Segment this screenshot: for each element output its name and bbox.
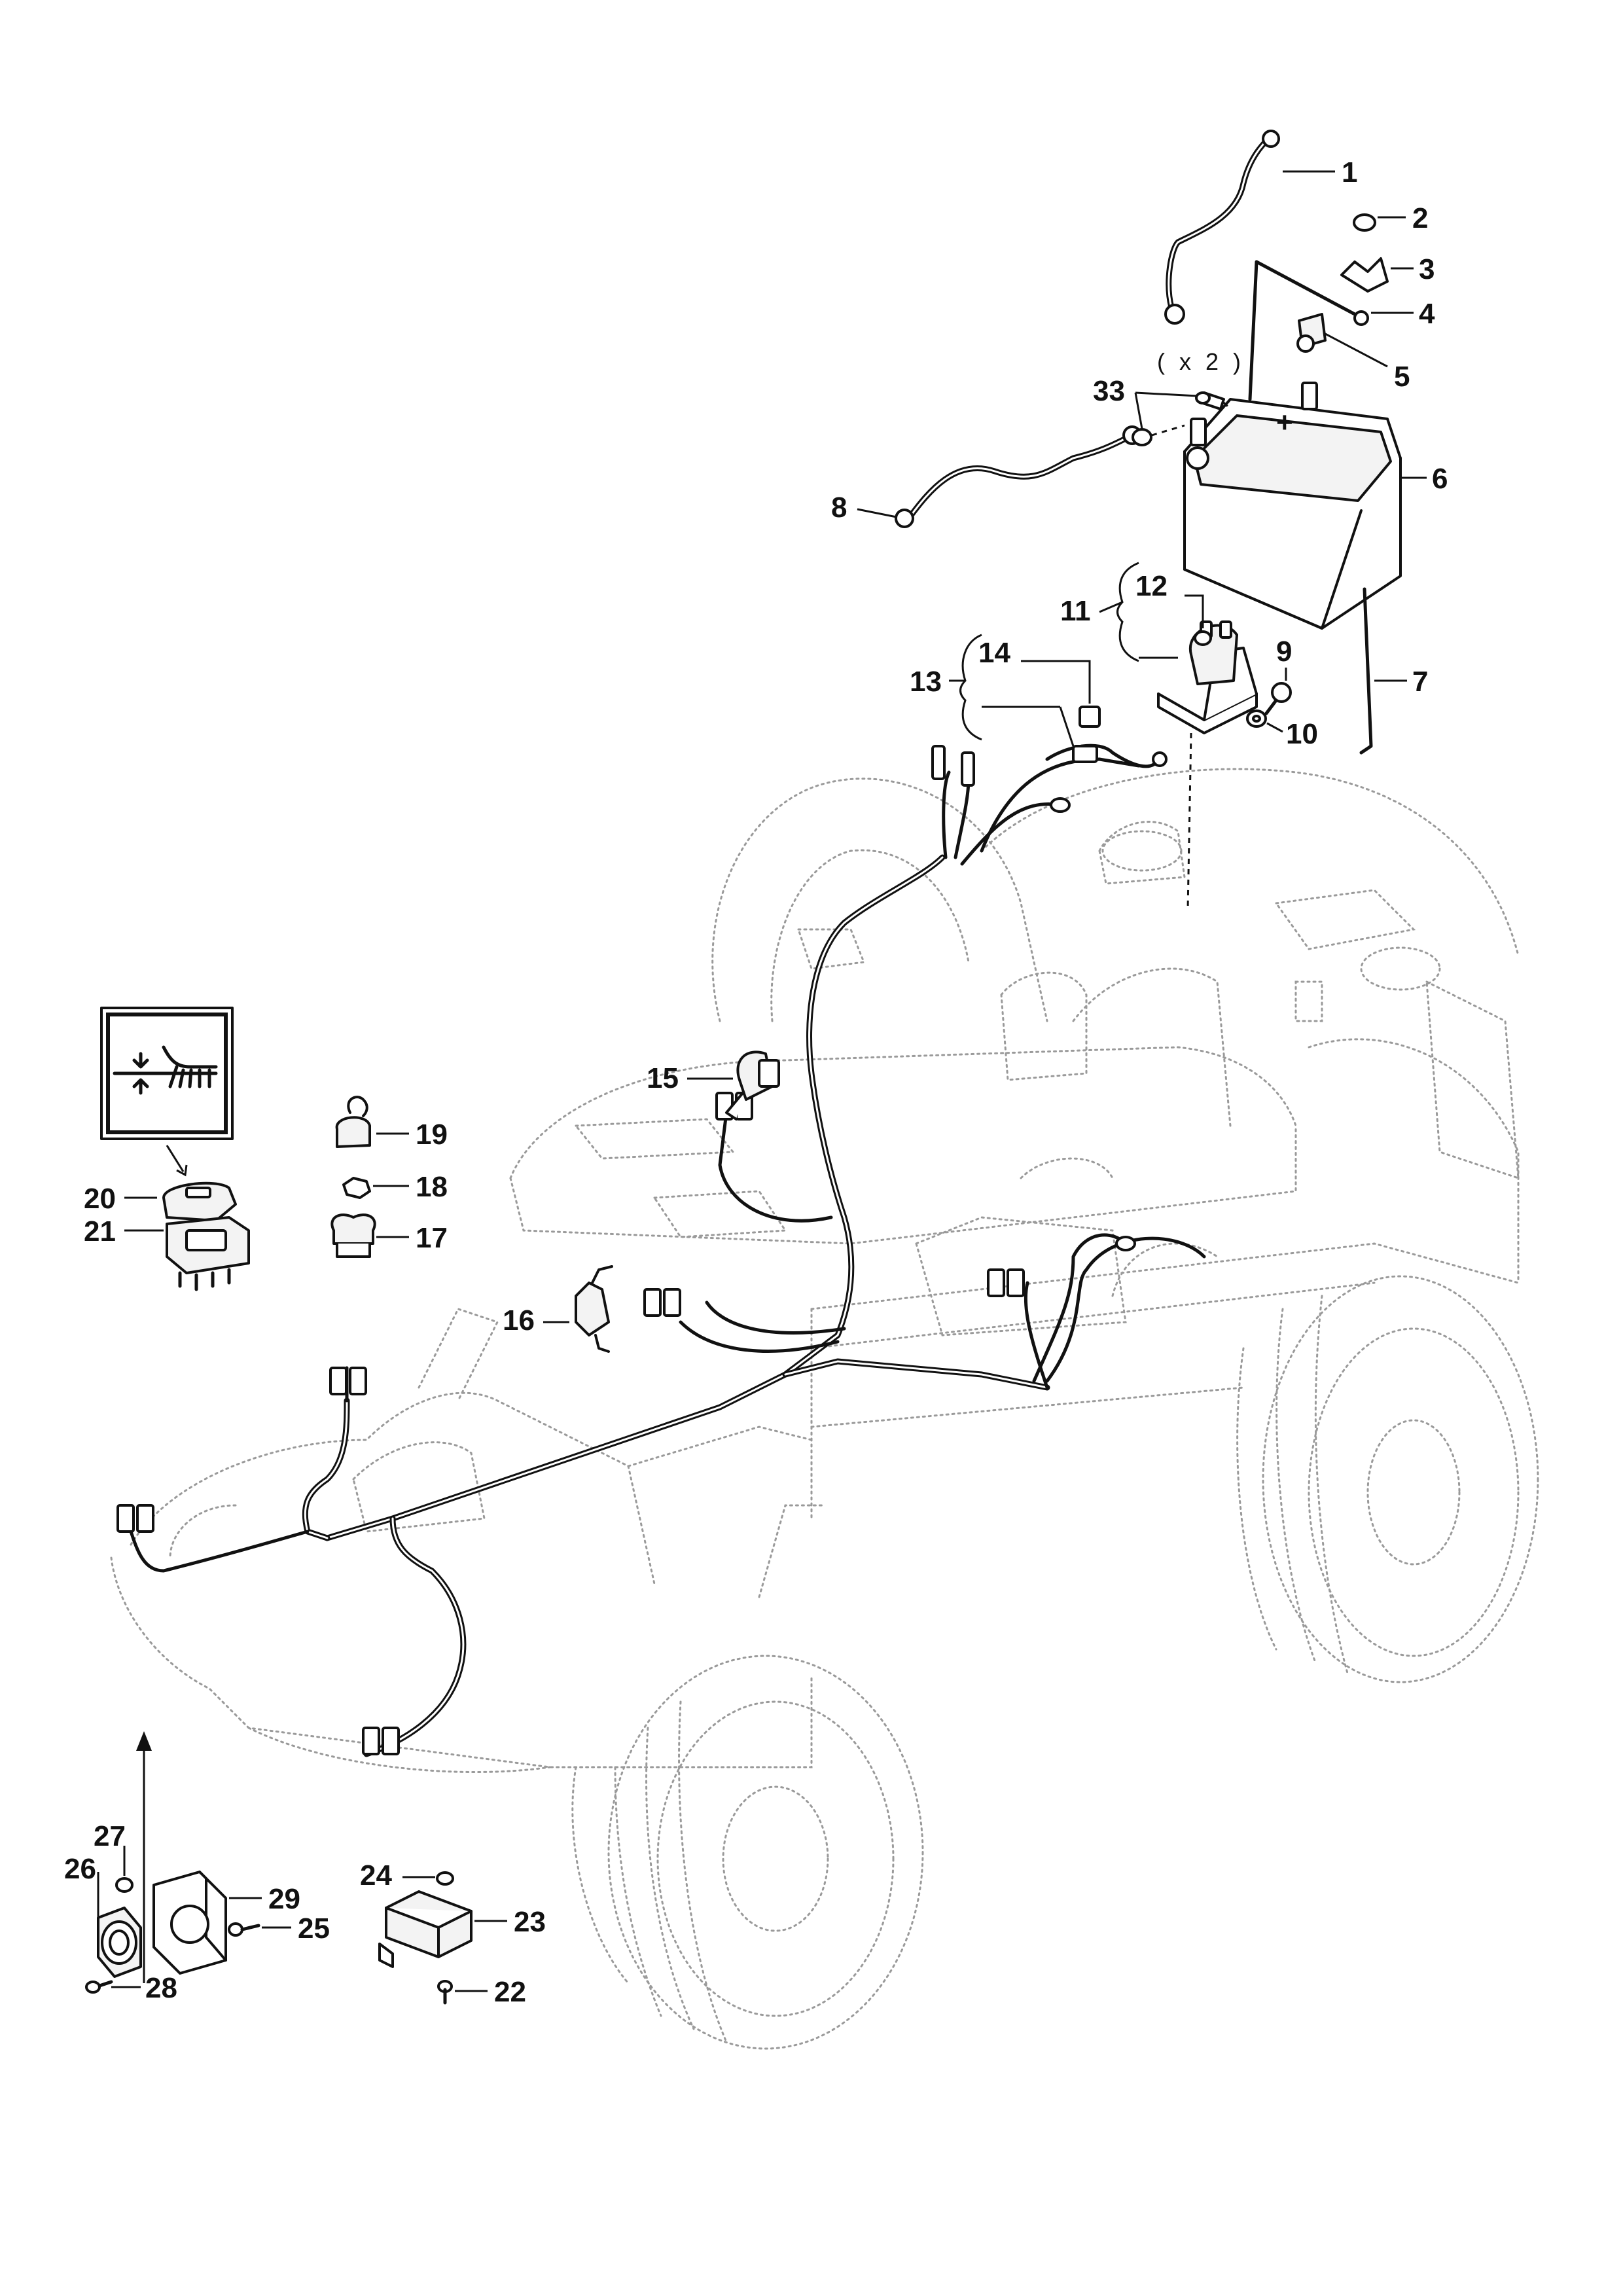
part-17-sensor: 17 <box>330 1213 448 1258</box>
callout-13: 13 <box>910 666 942 698</box>
part-27-nut: 27 <box>94 1820 134 1893</box>
callout-9: 9 <box>1276 636 1292 668</box>
part-13-fuse-harness: 13 <box>910 634 1168 768</box>
part-14-fuse: 14 <box>978 637 1101 728</box>
callout-3: 3 <box>1419 253 1435 285</box>
callout-26: 26 <box>64 1853 96 1885</box>
part-21-rocker-switch: 21 <box>84 1215 250 1291</box>
callout-27: 27 <box>94 1820 126 1852</box>
wiring-harness <box>129 757 1206 1757</box>
part-2-nut: 2 <box>1353 202 1428 234</box>
callout-20: 20 <box>84 1183 116 1215</box>
part-23-relay: 23 <box>378 1890 546 1968</box>
assembly-arrow <box>136 1731 152 1983</box>
tractor-ghost-outline <box>110 768 1539 2050</box>
part-22-screw: 22 <box>437 1976 526 2008</box>
part-4-hold-down-rod: 4 <box>1248 260 1435 401</box>
callout-11: 11 <box>1060 595 1091 627</box>
part-29-bracket: 29 <box>152 1871 300 1975</box>
part-8-ground-cable: 8 <box>831 425 1142 528</box>
callout-8: 8 <box>831 492 847 524</box>
callout-21: 21 <box>84 1215 116 1247</box>
callout-15: 15 <box>647 1062 679 1094</box>
part-10-washer: 10 <box>1246 709 1318 750</box>
part-28-screw: 28 <box>85 1972 177 2004</box>
callout-22: 22 <box>494 1976 526 2008</box>
callout-29: 29 <box>268 1883 300 1915</box>
part-6-battery: + 6 <box>1183 382 1448 630</box>
callout-2: 2 <box>1412 202 1428 234</box>
callout-25: 25 <box>298 1912 330 1945</box>
callout-5: 5 <box>1394 361 1410 393</box>
part-1-positive-cable: 1 <box>1164 130 1357 325</box>
part-15-switch: 15 <box>647 1050 780 1121</box>
part-19-switch: 19 <box>335 1096 448 1151</box>
callout-28: 28 <box>145 1972 177 2004</box>
callout-19: 19 <box>416 1119 448 1151</box>
quantity-note: ( x 2 ) <box>1157 348 1245 375</box>
part-16-micro-switch: 16 <box>503 1265 613 1353</box>
callout-18: 18 <box>416 1171 448 1203</box>
callout-1: 1 <box>1342 156 1357 188</box>
callout-10: 10 <box>1286 718 1318 750</box>
part-20-decal-switch: 20 <box>84 1007 237 1222</box>
part-26-socket: 26 <box>64 1853 142 1978</box>
callout-6: 6 <box>1432 463 1448 495</box>
callout-23: 23 <box>514 1906 546 1938</box>
svg-text:+: + <box>1276 406 1293 439</box>
part-5-terminal-cap: 5 <box>1296 313 1410 393</box>
callout-17: 17 <box>416 1222 448 1254</box>
part-9-screw: 9 <box>1264 636 1292 715</box>
part-25-screw: 25 <box>228 1912 330 1945</box>
callout-24: 24 <box>360 1859 392 1892</box>
callout-4: 4 <box>1419 298 1435 330</box>
callout-33: 33 <box>1093 375 1125 407</box>
callout-16: 16 <box>503 1304 535 1336</box>
part-3-wing-nut: 3 <box>1340 253 1435 293</box>
callout-12: 12 <box>1135 570 1168 602</box>
part-12-nut: 12 <box>1135 570 1212 646</box>
mount-line <box>1186 732 1192 910</box>
harness-connectors <box>116 745 1136 1755</box>
part-18-nut: 18 <box>342 1171 448 1203</box>
callout-7: 7 <box>1412 666 1428 698</box>
part-7-rod: 7 <box>1359 587 1428 755</box>
part-24-nut: 24 <box>360 1859 454 1892</box>
part-33-bolt-and-nut: ( x 2 ) 33 <box>1093 348 1245 446</box>
callout-14: 14 <box>978 637 1010 669</box>
